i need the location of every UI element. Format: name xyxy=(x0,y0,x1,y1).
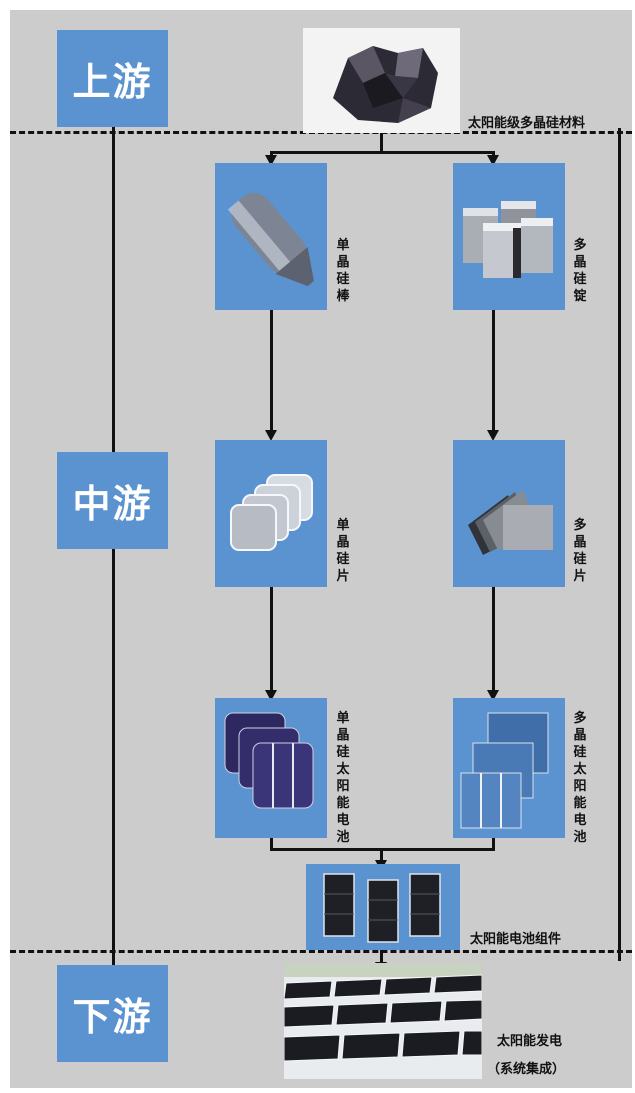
stage-upstream: 上游 xyxy=(57,30,168,127)
label-mono-ingot: 单晶硅棒 xyxy=(336,238,350,304)
flow-line xyxy=(270,310,273,432)
stage-downstream-label: 下游 xyxy=(72,995,153,1039)
stage-connector-upper xyxy=(112,125,115,453)
label-mono-wafer: 单晶硅片 xyxy=(336,518,350,584)
mono-wafer-image xyxy=(215,440,327,587)
stage-upstream-label: 上游 xyxy=(72,60,153,104)
arrow-down-icon xyxy=(265,690,277,701)
flow-line xyxy=(270,587,273,692)
poly-cell-image xyxy=(453,698,565,838)
poly-wafer-image xyxy=(453,440,565,587)
flow-line xyxy=(270,151,273,157)
label-poly-wafer: 多晶硅片 xyxy=(573,518,587,584)
flow-line xyxy=(492,587,495,692)
stage-downstream: 下游 xyxy=(57,965,168,1062)
module-image xyxy=(306,864,460,950)
poly-ingot-image xyxy=(453,163,565,310)
arrow-down-icon xyxy=(265,430,277,441)
arrow-down-icon xyxy=(487,430,499,441)
label-system-integration: （系统集成） xyxy=(487,1062,566,1077)
label-poly-ingot: 多晶硅锭 xyxy=(573,238,587,304)
arrow-down-icon xyxy=(487,690,499,701)
polysilicon-material-image xyxy=(303,28,460,133)
label-mono-cell: 单晶硅太阳能电池 xyxy=(336,711,350,845)
midstream-downstream-separator xyxy=(10,950,632,953)
stage-midstream: 中游 xyxy=(57,452,168,549)
flow-line xyxy=(492,838,495,850)
mono-ingot-image xyxy=(215,163,327,310)
flow-line xyxy=(380,133,383,153)
right-boundary-line xyxy=(618,128,621,961)
solar-farm-image xyxy=(284,963,482,1079)
label-poly-cell: 多晶硅太阳能电池 xyxy=(573,711,587,845)
flow-line xyxy=(492,151,495,157)
flow-line xyxy=(270,838,273,850)
stage-midstream-label: 中游 xyxy=(72,482,153,526)
flow-line xyxy=(492,310,495,432)
label-poly-material: 太阳能级多晶硅材料 xyxy=(468,116,586,131)
arrow-down-icon xyxy=(265,155,277,166)
flow-line xyxy=(380,848,383,862)
label-power-generation: 太阳能发电 xyxy=(497,1034,563,1049)
flow-line xyxy=(380,950,383,964)
arrow-down-icon xyxy=(487,155,499,166)
label-module: 太阳能电池组件 xyxy=(470,932,562,947)
stage-connector-lower xyxy=(112,548,115,966)
mono-cell-image xyxy=(215,698,327,838)
flow-line xyxy=(270,151,494,154)
